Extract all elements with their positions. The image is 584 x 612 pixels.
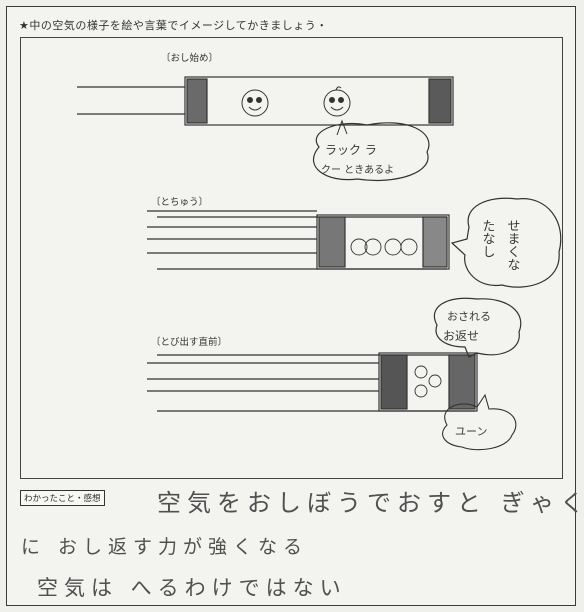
stage2-bubble-line1: せまくな [505, 219, 521, 271]
stage3-speech-bubble: おされる お返せ [433, 297, 522, 358]
stage2-plunger [318, 216, 346, 268]
stage2-cork [422, 216, 448, 268]
smiley-icon [400, 238, 418, 256]
smiley-icon [414, 384, 428, 398]
stage1-speech-bubble: ラック ラ クー ときあるよ [312, 119, 430, 182]
reflection-line-2: に おし返す力が強くなる [21, 536, 309, 558]
stage-label-middle: 〔とちゅう〕 [151, 197, 209, 208]
worksheet: ★中の空気の様子を絵や言葉でイメージしてかきましょう・ 〔おし始め〕 〔とちゅう… [6, 6, 584, 606]
stage3-sound-text: ユーン [455, 425, 487, 438]
stage1-plunger [186, 78, 208, 124]
stage3-cork [448, 354, 476, 410]
smiley-icon [384, 238, 402, 256]
smiley-icon [364, 238, 382, 256]
stage-label-before-launch: 〔とび出す直前〕 [151, 337, 228, 348]
stage1-bubble-line2: クー ときあるよ [321, 164, 394, 176]
stage3-bubble-line2: お返せ [443, 329, 479, 343]
diagram-area: 〔おし始め〕 〔とちゅう〕 〔とび出す直前〕 [20, 37, 563, 479]
stage3-air-faces [414, 365, 442, 398]
reflection-label: わかったこと・感想 [20, 490, 105, 506]
stage2-bubble-line2: たなし [480, 219, 495, 258]
smiley-icon [323, 86, 351, 117]
smiley-icon [428, 374, 442, 388]
stage2-speech-bubble: せまくな たなし [450, 197, 562, 288]
smiley-icon [414, 365, 428, 379]
stage3-sound-bubble: ユーン [442, 393, 517, 451]
stage1-cork [428, 78, 452, 124]
stage3-bubble-line1: おされる [447, 310, 491, 323]
instruction-text: ★中の空気の様子を絵や言葉でイメージしてかきましょう・ [19, 19, 328, 32]
diagram-drawings: ラック ラ クー ときあるよ せまくな たなし [77, 76, 562, 451]
reflection-line-1: 空気をおしぼうでおすと ぎゃく [157, 489, 584, 517]
stage1-bubble-line1: ラック ラ [325, 143, 377, 157]
stage1-air-faces [241, 86, 351, 117]
stage2-air-faces [350, 238, 418, 256]
smiley-icon [350, 238, 368, 256]
stage3-plunger [380, 354, 408, 410]
smiley-icon [241, 89, 269, 117]
stage1-cylinder [77, 76, 454, 126]
stage2-cylinder [147, 210, 450, 270]
stage-label-start: 〔おし始め〕 [161, 53, 219, 64]
stage3-cylinder [147, 352, 478, 412]
reflection-line-3: 空気は へるわけではない [37, 576, 347, 600]
